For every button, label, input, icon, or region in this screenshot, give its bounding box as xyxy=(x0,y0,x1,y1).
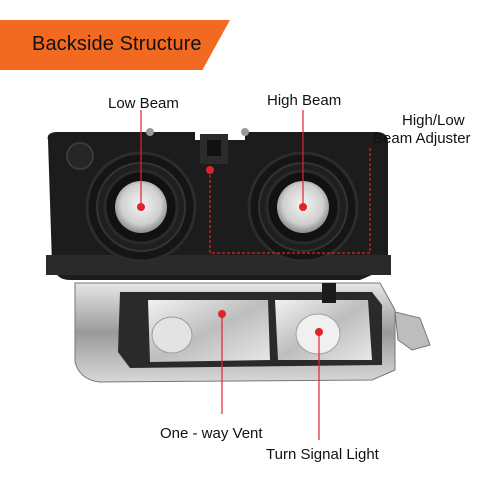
high-beam-marker xyxy=(299,203,307,211)
adjuster-line xyxy=(209,146,371,254)
high-beam-label: High Beam xyxy=(267,92,342,109)
vent-marker xyxy=(218,310,226,318)
callout-markers xyxy=(137,166,323,336)
turn-signal-marker xyxy=(315,328,323,336)
adjuster-label-line2: Beam Adjuster xyxy=(373,130,471,147)
turn-signal-label: Turn Signal Light xyxy=(266,446,379,463)
title-banner xyxy=(0,20,230,70)
low-beam-label: Low Beam xyxy=(108,95,179,112)
adjuster-marker xyxy=(206,166,214,174)
adjuster-label-line1: High/Low xyxy=(402,112,465,129)
low-beam-marker xyxy=(137,203,145,211)
banner-title: Backside Structure xyxy=(32,33,202,55)
signal-lamp-housing xyxy=(74,282,431,383)
callout-lines xyxy=(140,110,371,440)
vent-label: One - way Vent xyxy=(160,425,263,442)
